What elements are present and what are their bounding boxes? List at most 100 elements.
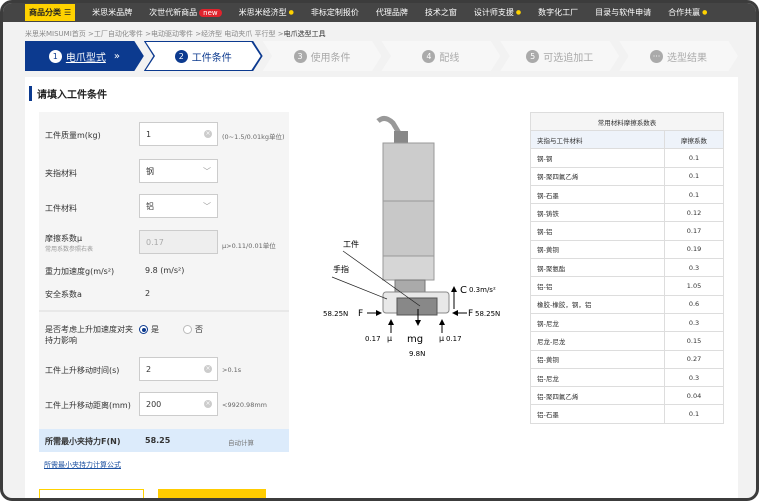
distance-value: 200 [146,399,162,409]
breadcrumb: 米思米MISUMI首页 >工厂自动化零件 >电动驱动零件 >经济型 电动夹爪 平… [25,30,326,38]
step-number: 2 [174,49,188,63]
table-title: 常用材料摩擦系数表 [530,112,724,131]
radio-label: 否 [195,325,203,334]
formula-link[interactable]: 所需最小夹持力计算公式 [44,461,121,469]
friction-cell: 0.1 [664,166,724,186]
friction-sub: 常用系数参照右表 [45,246,94,253]
menu-icon: ☰ [64,8,72,17]
mu-left-value: 0.17 [365,335,381,343]
force-right-symbol: F [468,309,473,319]
gravity-value: 9.8 (m/s²) [145,266,185,275]
step-number: 3 [293,49,307,63]
material-cell: 钢-钢 [529,148,666,168]
nav-item[interactable]: 数字化工厂 [538,8,579,17]
nav-item[interactable]: 米思米经济型● [239,7,294,18]
clear-icon[interactable]: × [204,400,212,408]
gripper-body-bottom [382,255,435,281]
breadcrumb-current: 电爪选型工具 [283,30,326,38]
safety-value: 2 [145,289,151,298]
clear-icon[interactable]: × [204,130,212,138]
distance-input[interactable]: 200 × [139,392,218,416]
nav-item[interactable]: 技术之窗 [424,8,457,17]
nav-item[interactable]: 非标定制报价 [310,8,359,17]
material-cell: 铝-黄铜 [529,349,666,369]
next-button[interactable]: 下一步 [158,489,266,498]
friction-input: 0.17 [139,230,218,254]
step-label: 使用条件 [310,52,351,64]
material-cell: 铝-石墨 [529,404,666,424]
friction-cell: 0.1 [664,148,724,168]
breadcrumb-link[interactable]: 电动驱动零件 [150,30,193,38]
nav-item[interactable]: 米思米品牌 [92,8,133,17]
prev-button[interactable]: 上一步 [39,489,144,498]
accel-no-radio[interactable]: 否 [183,324,203,335]
friction-cell: 0.1 [664,184,724,205]
work-material-select[interactable]: 铝﹀ [139,194,218,218]
workpiece-form: 工件质量m(kg) 1× (0~1.5/0.01kg单位) 夹指材料 钢﹀ 工件… [39,112,289,452]
radio-unchecked-icon [183,325,192,334]
friction-cell: 0.17 [664,221,724,241]
nav-item[interactable]: 设计师支援● [474,7,521,18]
new-badge: new [199,8,222,17]
column-header: 摩擦系数 [664,129,724,150]
workpiece-leader [342,250,421,307]
step-label: 可选追加工 [543,52,594,64]
material-cell: 钢-铸铁 [529,203,666,223]
step-number: 1 [48,49,62,63]
connector [394,131,408,143]
gravity-label: 重力加速度g(m/s²) [45,267,115,276]
friction-cell: 0.6 [664,294,724,314]
dropdown-dot-icon: ● [702,9,708,16]
radio-label: 是 [151,325,159,334]
clear-icon[interactable]: × [204,365,212,373]
breadcrumb-link[interactable]: 经济型 电动夹爪 平行型 [201,30,276,38]
distance-hint: <9920.98mm [222,401,267,409]
mass-value: 1 [146,129,152,139]
mg-symbol: mg [407,334,423,345]
time-input[interactable]: 2× [139,357,218,381]
friction-cell: 0.1 [664,404,724,424]
material-cell: 橡胶-橡胶，钢，铝 [529,294,666,314]
gripper-body-top [382,142,435,202]
chevron-down-icon: ﹀ [203,166,211,176]
friction-cell: 0.12 [664,203,724,223]
finger-leader [331,276,388,300]
category-menu-button[interactable]: 商品分类☰ [25,4,76,21]
distance-label: 工件上升移动距离(mm) [45,401,131,410]
finger-material-select[interactable]: 钢﹀ [139,159,218,183]
mu-right-symbol: μ [439,334,444,343]
nav-item[interactable]: 合作共赢● [668,7,707,18]
mass-input[interactable]: 1× [139,122,218,146]
mass-label: 工件质量m(kg) [45,131,101,140]
material-cell: 钢-聚四氟乙烯 [529,166,666,186]
material-cell: 铝-聚四氟乙烯 [529,386,666,406]
nav-item[interactable]: 目录与软件申请 [595,8,652,17]
friction-cell: 0.19 [664,239,724,260]
friction-cell: 1.05 [664,276,724,296]
accel-yes-radio[interactable]: 是 [139,324,159,335]
material-cell: 钢-黄铜 [529,239,666,260]
friction-cell: 0.3 [664,367,724,388]
result-note: 自动计算 [228,439,254,447]
breadcrumb-link[interactable]: 工厂自动化零件 [93,30,143,38]
workpiece [396,297,438,316]
cable [376,115,402,135]
friction-cell: 0.3 [664,312,724,333]
friction-cell: 0.27 [664,349,724,369]
nav-item[interactable]: 代理品牌 [375,8,408,17]
breadcrumb-link[interactable]: 米思米MISUMI首页 [25,30,86,38]
